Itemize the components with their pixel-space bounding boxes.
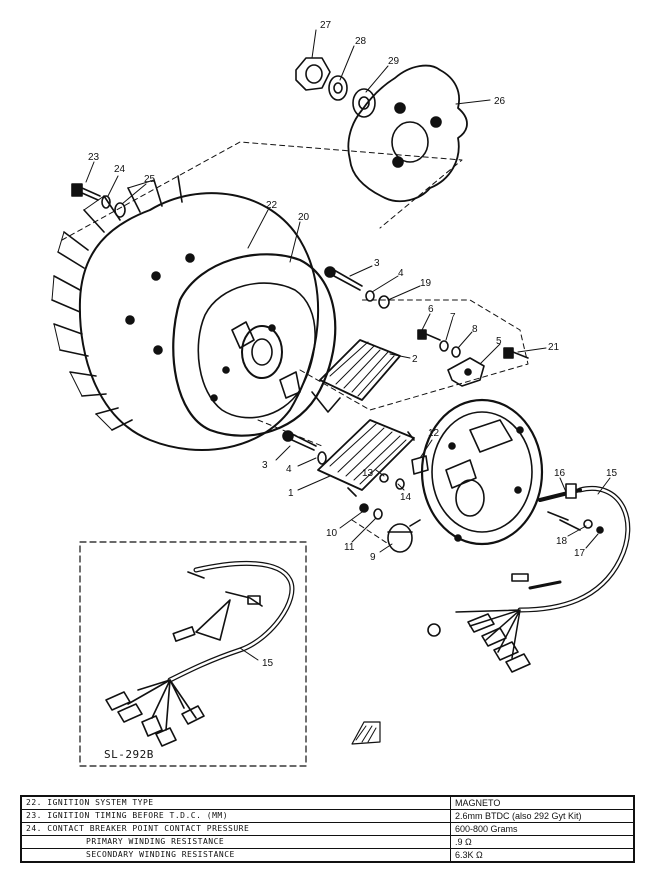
condenser-part [387,519,421,553]
bolt-washer-part [101,195,111,209]
spring-washer-19-part [378,295,390,309]
callout-4-upper: 4 [398,268,404,279]
callout-15-main: 15 [606,468,618,479]
spec-value: 2.6mm BTDC (also 292 Gyt Kit) [450,809,635,823]
callout-21: 21 [548,342,560,353]
washer-part [328,75,348,101]
callout-19: 19 [420,278,432,289]
spec-item: 22. Ignition system type [20,795,451,810]
specifications-table: 22. Ignition system type MAGNETO 23. Ign… [20,795,635,863]
inset-code-label: SL-292B [104,748,154,761]
callout-26: 26 [494,96,506,107]
wire-harness-main-part [427,483,631,673]
spec-value: .9 Ω [450,835,635,849]
table-row: 24. Contact breaker point contact pressu… [20,822,635,836]
rotor-housing-part [172,253,337,437]
callout-12: 12 [428,428,440,439]
coil-washer-lower-part [317,451,327,465]
callout-13: 13 [362,468,374,479]
washer-14-part [395,478,405,490]
callout-11: 11 [344,542,355,553]
callout-22: 22 [266,200,278,211]
spec-item: 23. Ignition timing before T.D.C. (mm) [20,809,451,823]
callout-3-lower: 3 [262,460,268,471]
lighting-coil-part [317,419,415,497]
callout-27: 27 [320,20,332,31]
table-row: Primary winding resistance .9 Ω [20,835,635,849]
condenser-screw-part [359,503,369,513]
coil-washer-upper-part [365,290,375,302]
breaker-washer-part [439,340,449,352]
callout-25: 25 [144,174,156,185]
callout-15-inset: 15 [262,658,274,669]
callout-2: 2 [412,354,418,365]
callout-16: 16 [554,468,566,479]
spec-value: MAGNETO [450,795,635,810]
condenser-washer-part [373,508,383,520]
callout-4-lower: 4 [286,464,292,475]
table-row: 22. Ignition system type MAGNETO [20,795,635,810]
advance-plate-part [347,64,468,202]
spec-value: 6.3K Ω [450,848,635,863]
callout-20: 20 [298,212,310,223]
callout-28: 28 [355,36,367,47]
callout-24: 24 [114,164,126,175]
screw-13-part [379,473,389,483]
spec-item: 24. Contact breaker point contact pressu… [20,822,451,836]
callout-23: 23 [88,152,100,163]
callout-5: 5 [496,336,502,347]
breaker-screw-part [417,329,441,341]
coil-screw-lower-part [282,430,317,451]
callout-14: 14 [400,492,412,503]
breaker-spring-washer-part [451,346,461,358]
bolt-spring-washer-part [114,202,126,218]
lock-washer-part [352,88,376,118]
spec-item: Secondary winding resistance [20,848,451,863]
table-row: Secondary winding resistance 6.3K Ω [20,848,635,863]
stator-plate-part [420,398,544,546]
callout-17: 17 [574,548,586,559]
breaker-set-screw-part [503,347,529,359]
contact-breaker-part [447,357,485,387]
coil-screw-upper-part [324,266,363,291]
nut-part [295,57,331,91]
table-row: 23. Ignition timing before T.D.C. (mm) 2… [20,809,635,823]
inset-panel [79,541,307,767]
callout-18: 18 [556,536,568,547]
callout-10: 10 [326,528,338,539]
callout-9: 9 [370,552,376,563]
exploded-parts-diagram: 27 28 29 26 23 24 25 22 20 3 4 19 6 7 8 … [51,20,631,767]
spec-value: 600-800 Grams [450,822,635,836]
callout-6: 6 [428,304,434,315]
callout-8: 8 [472,324,478,335]
callout-29: 29 [388,56,400,67]
callout-1: 1 [288,488,294,499]
grommet-12-part [411,455,429,475]
callout-3-upper: 3 [374,258,380,269]
flywheel-bolt-part [71,183,101,201]
manufacturer-mark-icon [351,721,381,745]
flywheel-part [51,175,320,451]
ignition-coil-upper-part [311,339,401,413]
callout-7: 7 [450,312,456,323]
spec-item: Primary winding resistance [20,835,451,849]
